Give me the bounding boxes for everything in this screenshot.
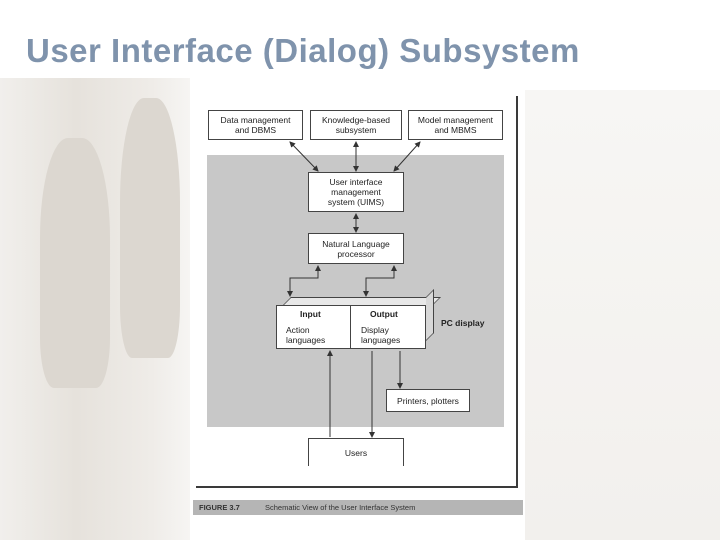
pc-display-label: PC display	[441, 318, 485, 328]
output-heading: Output	[370, 309, 398, 319]
pc-display-side-face	[426, 289, 434, 341]
printers-text: Printers, plotters	[397, 395, 459, 406]
knowledge-subsystem-line2: subsystem	[335, 125, 377, 135]
input-heading: Input	[300, 309, 321, 319]
output-line2: languages	[361, 335, 401, 345]
nlp-line1: Natural Language	[322, 238, 390, 249]
data-management-line2: and DBMS	[234, 125, 277, 135]
figure-number: FIGURE 3.7	[199, 503, 240, 512]
input-line2: languages	[286, 335, 326, 345]
users-text: Users	[344, 448, 368, 458]
input-languages-text: Action languages	[286, 325, 325, 345]
model-management-line2: and MBMS	[434, 125, 477, 135]
knowledge-subsystem-line1: Knowledge-based	[321, 115, 391, 125]
uims-line1: User interface	[329, 177, 383, 187]
output-languages-text: Display languages	[361, 325, 400, 345]
background-person-left	[40, 138, 110, 388]
io-divider	[350, 305, 351, 349]
input-line1: Action	[286, 325, 310, 335]
background-photo	[0, 78, 190, 540]
uims-line3: system (UIMS)	[327, 197, 385, 207]
output-line1: Display	[361, 325, 389, 335]
slide-title: User Interface (Dialog) Subsystem	[26, 32, 580, 69]
background-photo-right	[525, 90, 720, 540]
background-person-right	[120, 98, 180, 358]
figure-caption: FIGURE 3.7 Schematic View of the User In…	[193, 500, 523, 515]
users-box: Users	[308, 438, 404, 466]
nlp-line2: processor	[337, 248, 375, 259]
figure-caption-text: Schematic View of the User Interface Sys…	[265, 503, 416, 512]
data-management-line1: Data management	[220, 115, 291, 125]
pc-display-box	[276, 305, 426, 349]
printers-box: Printers, plotters	[386, 389, 470, 412]
pc-display-top-face	[283, 297, 441, 305]
model-management-line1: Model management	[417, 115, 494, 125]
uims-line2: management	[331, 187, 381, 197]
